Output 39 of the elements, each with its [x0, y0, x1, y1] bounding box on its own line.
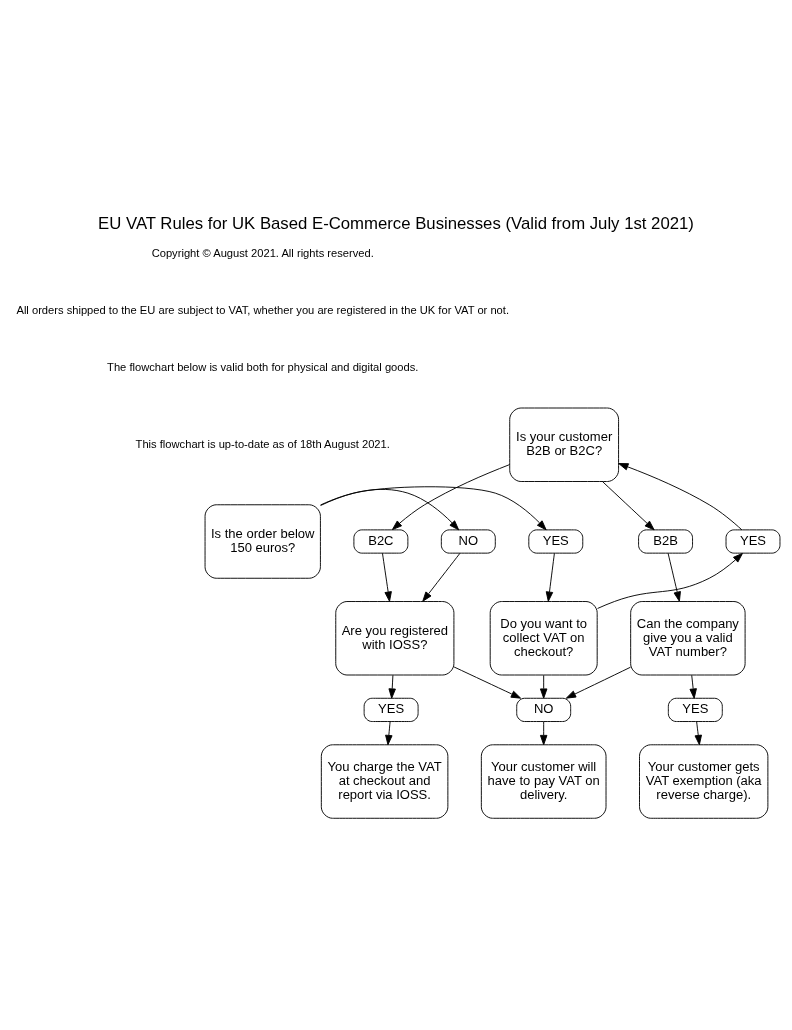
arrow — [545, 552, 555, 602]
arrow — [694, 721, 702, 746]
arrow — [391, 464, 511, 531]
diagram-title: EU VAT Rules for UK Based E-Commerce Businesses (Valid from July 1st 2021) — [98, 213, 694, 233]
arrow — [422, 552, 461, 602]
node-box: YES — [528, 529, 584, 554]
arrow — [597, 552, 743, 609]
arrow — [667, 552, 681, 602]
node-box: You charge the VAT at checkout and report via IOSS. — [320, 744, 449, 819]
node-box: Do you want to collect VAT on checkout? — [489, 601, 598, 676]
arrow — [689, 674, 697, 699]
node-box: NO — [516, 697, 572, 722]
arrow — [539, 721, 548, 746]
node-box: YES — [667, 697, 723, 722]
label: Copyright © August 2021. All rights reserved. — [151, 247, 374, 260]
arrow — [602, 481, 655, 531]
arrow — [453, 666, 522, 699]
arrow — [382, 552, 392, 602]
node-box: Your customer gets VAT exemption (aka reverse charge). — [639, 744, 769, 819]
arrow — [565, 666, 631, 699]
node-box: B2B — [638, 529, 693, 554]
node-box: NO — [440, 529, 496, 554]
node-box: Is the order below 150 euros? — [204, 504, 321, 579]
arrow — [385, 721, 393, 746]
arrow — [539, 674, 548, 699]
label: The flowchart below is valid both for physical and digital goods. — [107, 360, 419, 373]
node-box: Your customer will have to pay VAT on delivery. — [480, 744, 607, 819]
node-box: Is your customer B2B or B2C? — [509, 407, 620, 482]
node-box: YES — [725, 529, 781, 554]
arrow — [320, 486, 547, 531]
arrow — [320, 488, 460, 531]
node-box: Can the company give you a valid VAT number? — [630, 601, 746, 676]
node-box: Are you registered with IOSS? — [335, 601, 455, 676]
label: All orders shipped to the EU are subject to VAT, whether you are registered in the UK for VAT or not. — [16, 304, 510, 317]
label: This flowchart is up-to-date as of 18th August 2021. — [135, 437, 390, 450]
arrow — [618, 463, 743, 531]
node-box: YES — [363, 697, 419, 722]
node-box: B2C — [353, 529, 409, 554]
arrow — [388, 674, 396, 699]
